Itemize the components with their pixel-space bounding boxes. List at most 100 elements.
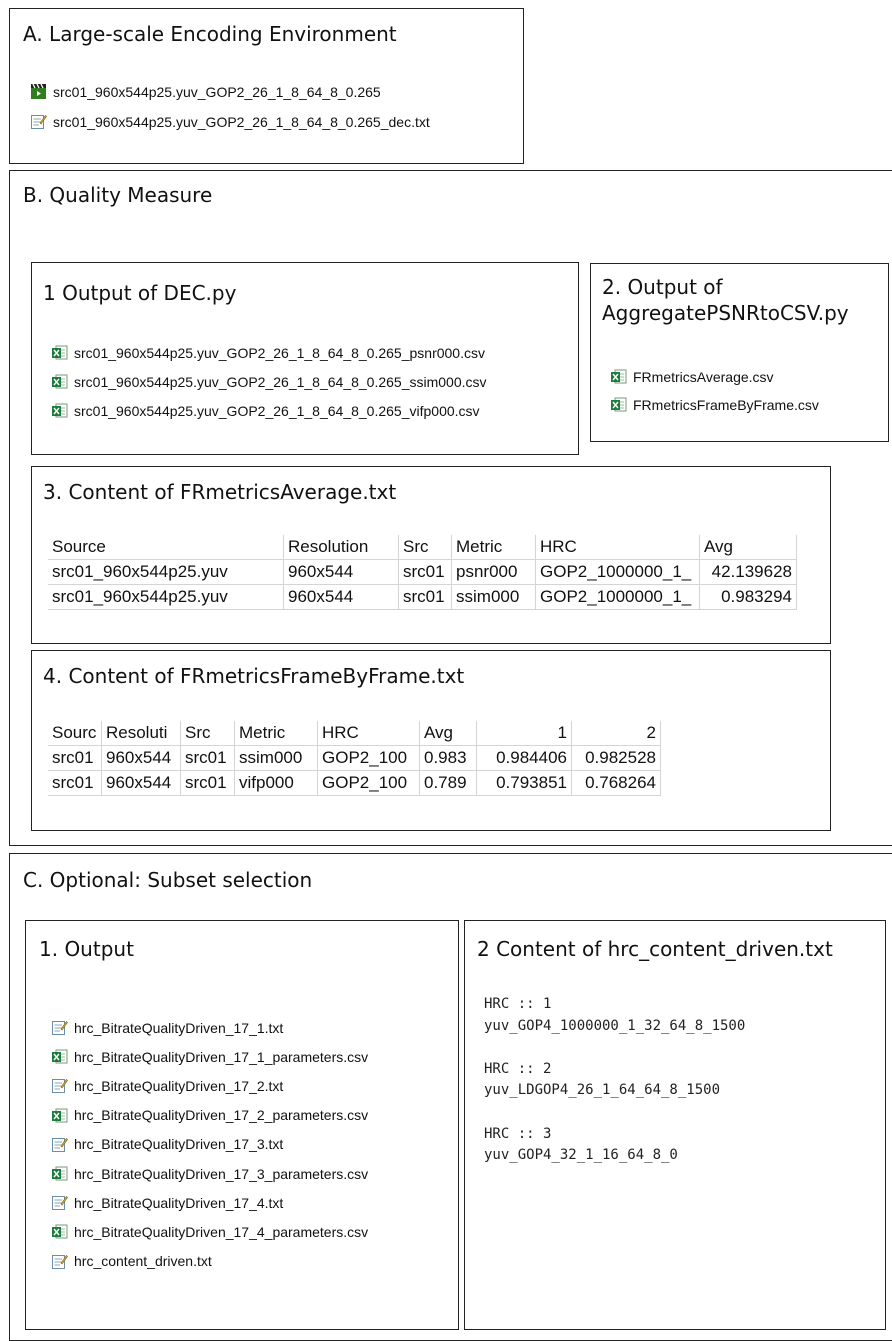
file-item[interactable]: src01_960x544p25.yuv_GOP2_26_1_8_64_8_0.… [51, 373, 487, 390]
hrc-content-title: 2 Content of hrc_content_driven.txt [477, 937, 833, 961]
file-name: hrc_BitrateQualityDriven_17_3.txt [74, 1136, 284, 1153]
table-cell: ssim000 [451, 584, 536, 610]
table-cell: ssim000 [234, 745, 318, 771]
table-cell: 0.768264 [571, 770, 661, 796]
excel-file-icon [51, 1048, 68, 1065]
file-item[interactable]: FRmetricsFrameByFrame.csv [610, 396, 819, 413]
aggregate-output-title-line2: AggregatePSNRtoCSV.py [602, 301, 849, 325]
dec-output-title: 1 Output of DEC.py [43, 281, 237, 305]
content-line: yuv_GOP4_1000000_1_32_64_8_1500 [484, 1017, 746, 1034]
table-header-cell: Avg [419, 721, 477, 746]
table-cell: 960x544 [283, 559, 399, 585]
file-item[interactable]: hrc_BitrateQualityDriven_17_4_parameters… [51, 1223, 368, 1240]
file-item[interactable]: hrc_BitrateQualityDriven_17_4.txt [51, 1194, 283, 1211]
file-name: hrc_BitrateQualityDriven_17_3_parameters… [74, 1165, 369, 1182]
section-b-title: B. Quality Measure [23, 183, 213, 207]
file-item[interactable]: src01_960x544p25.yuv_GOP2_26_1_8_64_8_0.… [51, 402, 480, 419]
text-file-icon [30, 113, 47, 130]
table-cell: src01_960x544p25.yuv [48, 559, 284, 585]
table-cell: 0.984406 [476, 745, 572, 771]
table-header-cell: Source [48, 535, 284, 560]
table-header-cell: Sourc [48, 721, 102, 746]
excel-file-icon [51, 373, 68, 390]
file-item[interactable]: src01_960x544p25.yuv_GOP2_26_1_8_64_8_0.… [51, 344, 485, 361]
table-header-cell: 1 [476, 721, 572, 746]
excel-file-icon [51, 1223, 68, 1240]
average-table: Source Resolution Src Metric HRC Avg src… [48, 535, 797, 610]
content-line: yuv_LDGOP4_26_1_64_64_8_1500 [484, 1082, 721, 1099]
file-name: FRmetricsAverage.csv [633, 368, 774, 385]
table-cell: src01 [180, 745, 235, 771]
content-line: HRC :: 2 [484, 1060, 552, 1077]
file-item[interactable]: hrc_BitrateQualityDriven_17_3_parameters… [51, 1165, 368, 1182]
file-item[interactable]: hrc_BitrateQualityDriven_17_2.txt [51, 1077, 283, 1094]
table-row: src01 960x544 src01 vifp000 GOP2_100 0.7… [48, 770, 661, 796]
video-file-icon [30, 83, 47, 100]
subset-output-title: 1. Output [39, 937, 134, 961]
table-cell: src01 [48, 770, 102, 796]
table-header-cell: HRC [535, 535, 700, 560]
framebyframe-content-title: 4. Content of FRmetricsFrameByFrame.txt [43, 664, 465, 688]
dec-output-panel: 1 Output of DEC.py src01_960x544p25.yuv_… [31, 262, 579, 455]
table-header-cell: HRC [317, 721, 420, 746]
hrc-content-panel: 2 Content of hrc_content_driven.txt HRC … [464, 920, 886, 1330]
table-header-cell: Src [180, 721, 235, 746]
table-cell: 0.982528 [571, 745, 661, 771]
file-name: hrc_BitrateQualityDriven_17_4.txt [74, 1194, 284, 1211]
table-cell: GOP2_100 [317, 745, 420, 771]
section-c-panel: C. Optional: Subset selection 1. Output … [9, 853, 892, 1341]
table-row: src01_960x544p25.yuv 960x544 src01 ssim0… [48, 584, 797, 610]
table-cell: 960x544 [101, 770, 181, 796]
content-line: HRC :: 3 [484, 1125, 552, 1142]
table-header-cell: 2 [571, 721, 661, 746]
excel-file-icon [51, 1165, 68, 1182]
table-cell: 0.983294 [699, 584, 797, 610]
excel-file-icon [610, 396, 627, 413]
file-item[interactable]: hrc_BitrateQualityDriven_17_3.txt [51, 1136, 283, 1153]
file-name: src01_960x544p25.yuv_GOP2_26_1_8_64_8_0.… [74, 402, 480, 419]
content-line: HRC :: 1 [484, 996, 552, 1012]
table-cell: 0.789 [419, 770, 477, 796]
aggregate-output-panel: 2. Output of AggregatePSNRtoCSV.py FRmet… [590, 263, 889, 442]
table-cell: src01 [398, 584, 452, 610]
table-cell: 960x544 [101, 745, 181, 771]
table-cell: psnr000 [451, 559, 536, 585]
text-file-icon [51, 1019, 68, 1036]
table-cell: vifp000 [234, 770, 318, 796]
average-content-panel: 3. Content of FRmetricsAverage.txt Sourc… [31, 466, 831, 644]
content-line: yuv_GOP4_32_1_16_64_8_0 [484, 1147, 678, 1164]
table-header-row: Source Resolution Src Metric HRC Avg [48, 535, 797, 560]
table-header-cell: Resolution [283, 535, 399, 560]
table-header-cell: Src [398, 535, 452, 560]
table-cell: GOP2_1000000_1_ [535, 559, 700, 585]
excel-file-icon [610, 368, 627, 385]
file-item[interactable]: src01_960x544p25.yuv_GOP2_26_1_8_64_8_0.… [30, 83, 381, 100]
table-cell: 42.139628 [699, 559, 797, 585]
table-cell: 0.793851 [476, 770, 572, 796]
file-name: src01_960x544p25.yuv_GOP2_26_1_8_64_8_0.… [53, 113, 430, 130]
excel-file-icon [51, 402, 68, 419]
table-cell: 0.983 [419, 745, 477, 771]
table-cell: src01 [398, 559, 452, 585]
excel-file-icon [51, 344, 68, 361]
table-header-cell: Metric [234, 721, 318, 746]
file-item[interactable]: FRmetricsAverage.csv [610, 368, 774, 385]
file-item[interactable]: hrc_BitrateQualityDriven_17_1.txt [51, 1019, 283, 1036]
framebyframe-content-panel: 4. Content of FRmetricsFrameByFrame.txt … [31, 650, 831, 831]
file-item[interactable]: hrc_BitrateQualityDriven_17_2_parameters… [51, 1107, 368, 1124]
table-cell: 960x544 [283, 584, 399, 610]
text-file-icon [51, 1136, 68, 1153]
file-name: FRmetricsFrameByFrame.csv [633, 396, 819, 413]
file-name: hrc_content_driven.txt [74, 1253, 212, 1270]
subset-output-panel: 1. Output hrc_BitrateQualityDriven_17_1.… [25, 920, 459, 1330]
table-header-cell: Avg [699, 535, 797, 560]
table-cell: src01 [48, 745, 102, 771]
table-cell: src01_960x544p25.yuv [48, 584, 284, 610]
file-item[interactable]: hrc_content_driven.txt [51, 1253, 212, 1270]
file-item[interactable]: hrc_BitrateQualityDriven_17_1_parameters… [51, 1048, 368, 1065]
table-cell: src01 [180, 770, 235, 796]
text-file-icon [51, 1253, 68, 1270]
table-header-row: Sourc Resoluti Src Metric HRC Avg 1 2 [48, 721, 661, 746]
file-name: hrc_BitrateQualityDriven_17_1.txt [74, 1019, 284, 1036]
file-item[interactable]: src01_960x544p25.yuv_GOP2_26_1_8_64_8_0.… [30, 113, 430, 130]
